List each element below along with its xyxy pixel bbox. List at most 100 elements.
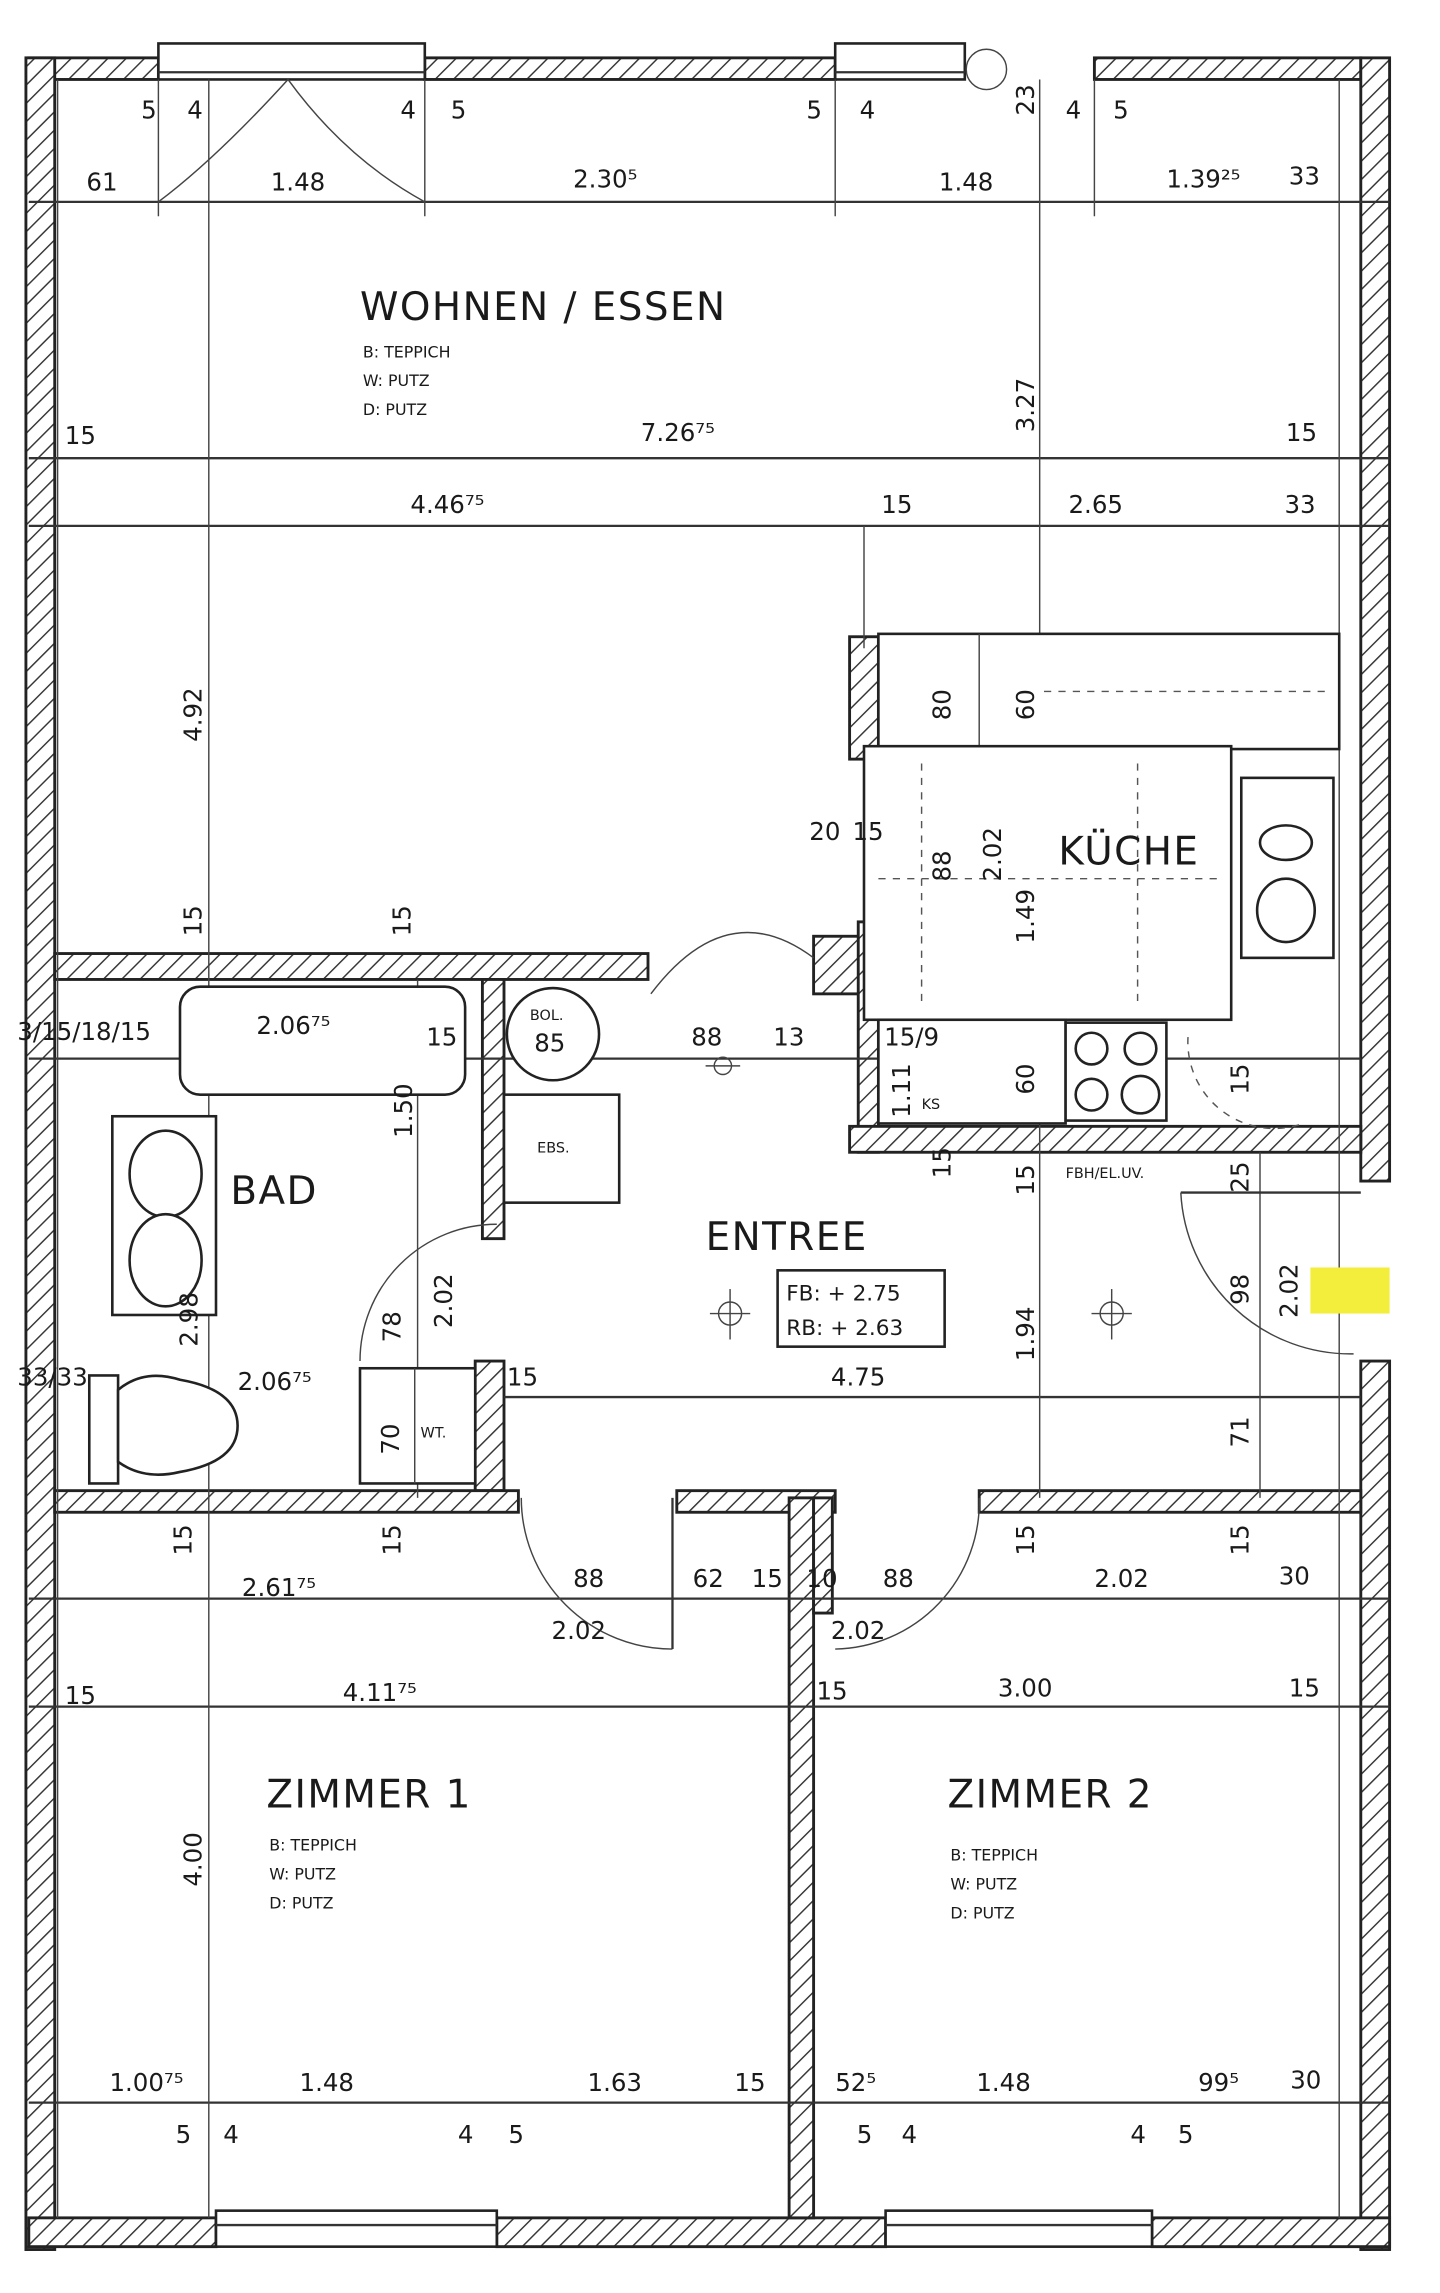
dimension-label: 78 bbox=[377, 1311, 406, 1342]
room-name-kueche: KÜCHE bbox=[1058, 828, 1199, 874]
crosshair-icon bbox=[709, 1289, 751, 1340]
dimension-label: 15 bbox=[1289, 1674, 1320, 1703]
dimension-label: 2.61⁷⁵ bbox=[242, 1573, 316, 1602]
dimension-label: 61 bbox=[86, 167, 117, 196]
dimension-label: 33 bbox=[1284, 490, 1315, 519]
room-name-wohnen: WOHNEN / ESSEN bbox=[360, 285, 727, 330]
dimension-label: 4 bbox=[1066, 95, 1082, 124]
dimension-label: 2.98 bbox=[174, 1292, 203, 1346]
dimension-label: 1.50 bbox=[389, 1083, 418, 1137]
dimension-label: 4 bbox=[223, 2120, 239, 2149]
dimension-label: 99⁵ bbox=[1198, 2068, 1239, 2097]
dimension-label: 5 bbox=[857, 2120, 873, 2149]
dimension-label: 4.11⁷⁵ bbox=[343, 1678, 417, 1707]
dimension-label: 5 bbox=[806, 95, 822, 124]
level-box bbox=[776, 1269, 946, 1348]
dimension-label: 2.65 bbox=[1068, 490, 1122, 519]
exterior-walls bbox=[24, 56, 1392, 2251]
dimension-label: 85 bbox=[534, 1028, 565, 1057]
dimension-label: 15 bbox=[734, 2068, 765, 2097]
dimension-label: 1.11 bbox=[887, 1063, 916, 1117]
dimension-label: 1.94 bbox=[1011, 1307, 1040, 1361]
dimension-label: 2.02 bbox=[552, 1616, 606, 1645]
dimension-label: 88 bbox=[573, 1564, 604, 1593]
room-name-entree: ENTREE bbox=[706, 1215, 868, 1260]
dimension-label: 10 bbox=[806, 1564, 837, 1593]
dimension-label: 60 bbox=[1011, 689, 1040, 720]
room-name-zimmer2: ZIMMER 2 bbox=[948, 1772, 1153, 1817]
dimension-label: 1.48 bbox=[939, 167, 993, 196]
dimension-label: 4.00 bbox=[179, 1832, 208, 1886]
dimension-label: 4.92 bbox=[179, 687, 208, 741]
dimension-label: 15 bbox=[881, 490, 912, 519]
highlight-marker bbox=[1310, 1267, 1390, 1314]
dimension-label: 70 bbox=[376, 1424, 405, 1455]
dimension-label: 60 bbox=[1011, 1064, 1040, 1095]
dimension-label: 33/33 bbox=[17, 1363, 88, 1392]
dimension-label: 5 bbox=[508, 2120, 524, 2149]
dimension-label: 80 bbox=[927, 689, 956, 720]
dimension-label: 5 bbox=[141, 95, 157, 124]
ks-label: KS bbox=[922, 1097, 941, 1113]
dimension-label: 4 bbox=[901, 2120, 917, 2149]
dimension-label: 88 bbox=[927, 850, 956, 881]
dimension-label: 2.06⁷⁵ bbox=[238, 1367, 312, 1396]
dimension-label: 5 bbox=[451, 95, 467, 124]
dimension-label: 20 bbox=[809, 817, 840, 846]
floor-level: FB: + 2.75 bbox=[786, 1282, 900, 1307]
ceiling-light-icons bbox=[705, 1056, 1132, 1340]
dimension-label: 52⁵ bbox=[835, 2068, 876, 2097]
room-floor-zimmer1: B: TEPPICH bbox=[269, 1836, 357, 1855]
dimension-label: 15 bbox=[752, 1564, 783, 1593]
room-ceiling-wohnen: D: PUTZ bbox=[363, 400, 427, 419]
crosshair-icon bbox=[1091, 1289, 1132, 1340]
room-name-zimmer1: ZIMMER 1 bbox=[266, 1772, 471, 1817]
doors bbox=[157, 78, 1361, 1650]
dimension-label: 33 bbox=[1289, 162, 1320, 191]
dimension-label: 1.48 bbox=[976, 2068, 1030, 2097]
fbh-label: FBH/EL.UV. bbox=[1066, 1166, 1145, 1182]
dimension-label: 2.02 bbox=[978, 827, 1007, 881]
dimension-label: 2.30⁵ bbox=[573, 164, 637, 193]
dimension-label: 5 bbox=[1178, 2120, 1194, 2149]
dimension-label: 15/9 bbox=[884, 1023, 939, 1052]
dimension-label: 30 bbox=[1290, 2065, 1321, 2094]
dimension-label: 2.02 bbox=[831, 1616, 885, 1645]
dimension-label: 15 bbox=[426, 1023, 457, 1052]
dimension-label: 2.02 bbox=[1274, 1263, 1303, 1317]
room-wall-zimmer2: W: PUTZ bbox=[950, 1875, 1017, 1894]
dimension-label: 4.46⁷⁵ bbox=[410, 490, 484, 519]
dimension-label: 15 bbox=[852, 817, 883, 846]
dimension-label: 15 bbox=[816, 1676, 847, 1705]
room-name-bad: BAD bbox=[230, 1169, 318, 1214]
dimension-label: 15 bbox=[179, 905, 208, 936]
dimension-label: 3.27 bbox=[1011, 378, 1040, 432]
ebs-label: EBS. bbox=[537, 1140, 569, 1156]
dimension-label: 7.26⁷⁵ bbox=[641, 418, 715, 447]
room-floor-wohnen: B: TEPPICH bbox=[363, 342, 451, 361]
dimension-label: 5 bbox=[1113, 95, 1129, 124]
dimension-label: 1.48 bbox=[271, 167, 325, 196]
dimension-label: 4 bbox=[860, 95, 876, 124]
dimension-label: 2.02 bbox=[1094, 1564, 1148, 1593]
dimension-label: 15 bbox=[377, 1524, 406, 1555]
dimension-label: 15 bbox=[507, 1363, 538, 1392]
dimension-label: 15 bbox=[927, 1147, 956, 1178]
dimension-label: 15 bbox=[1286, 418, 1317, 447]
room-ceiling-zimmer2: D: PUTZ bbox=[950, 1903, 1014, 1922]
dimension-label: 23 bbox=[1011, 84, 1040, 115]
dimension-label: 15 bbox=[387, 905, 416, 936]
dimension-label: 62 bbox=[693, 1564, 724, 1593]
wt-label: WT. bbox=[420, 1425, 446, 1441]
dimension-label: 98 bbox=[1225, 1274, 1254, 1305]
dimension-label: 4 bbox=[1130, 2120, 1146, 2149]
dimension-label: 88 bbox=[691, 1023, 722, 1052]
windows bbox=[157, 42, 1154, 2248]
dimension-label: 30 bbox=[1279, 1561, 1310, 1590]
dimension-label: 3.00 bbox=[998, 1674, 1052, 1703]
dimension-label: 2.06⁷⁵ bbox=[256, 1011, 330, 1040]
dimension-label: 1.48 bbox=[300, 2068, 354, 2097]
room-ceiling-zimmer1: D: PUTZ bbox=[269, 1893, 333, 1912]
